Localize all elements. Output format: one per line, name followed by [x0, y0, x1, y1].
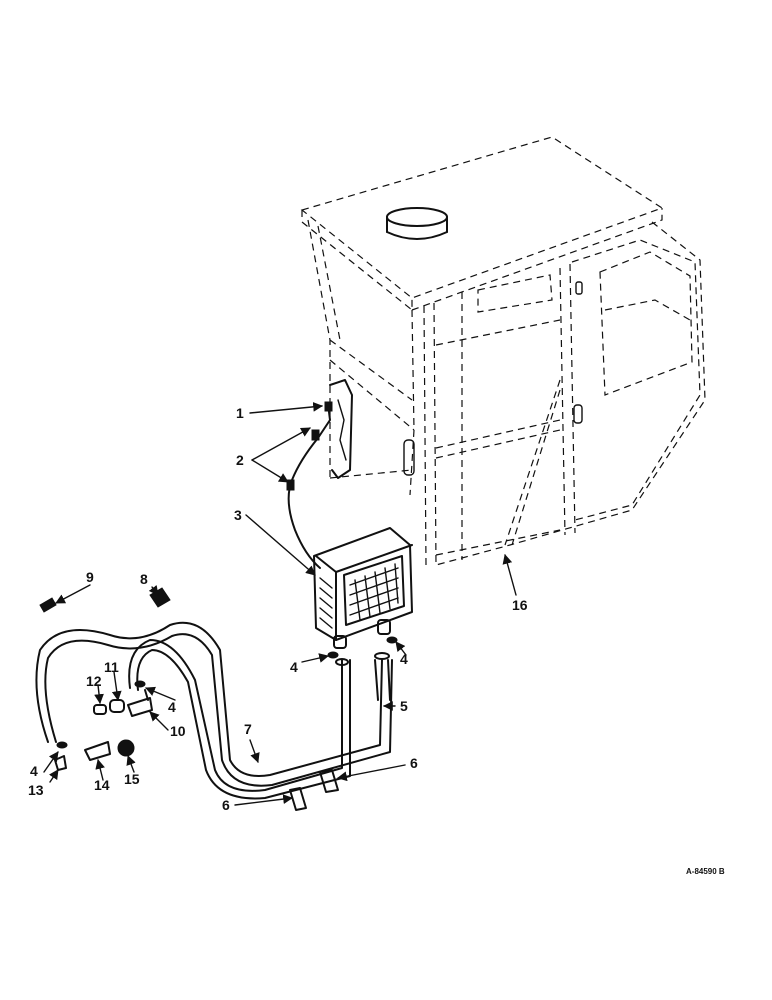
fitting-part — [109, 699, 125, 713]
valve-part — [84, 741, 111, 761]
callout-label: 7 — [244, 721, 252, 737]
clip-part — [289, 787, 307, 811]
clamp-part — [56, 741, 68, 749]
clamp-part — [327, 651, 339, 659]
callout-label: 8 — [140, 571, 148, 587]
small-parts — [39, 587, 398, 811]
clamp-part — [134, 680, 146, 688]
callout-label: 4 — [400, 651, 408, 667]
connector-part — [286, 479, 295, 491]
heater-unit — [313, 527, 413, 649]
hose-assembly — [35, 621, 393, 800]
clip-part — [319, 769, 339, 793]
drawing-number: A-84590 B — [686, 867, 725, 876]
callout-label: 4 — [290, 659, 298, 675]
callout-label: 11 — [104, 659, 119, 675]
callout-label: 10 — [170, 723, 186, 739]
callout-label: 4 — [168, 699, 176, 715]
callout-label: 6 — [410, 755, 418, 771]
callout-label: 6 — [222, 797, 230, 813]
callout-label: 4 — [30, 763, 38, 779]
switch-part — [324, 401, 333, 412]
callout-label: 14 — [94, 777, 110, 793]
callout-label: 15 — [124, 771, 140, 787]
wiring-harness — [286, 401, 333, 569]
cap-part — [117, 739, 135, 757]
clamp-part — [39, 597, 57, 613]
callout-label: 12 — [86, 673, 102, 689]
callout-label: 13 — [28, 782, 44, 798]
cab-illustration — [300, 136, 706, 566]
clip-part — [149, 587, 171, 608]
callout-label: 1 — [236, 405, 244, 421]
callout-label: 16 — [512, 597, 528, 613]
callout-label: 2 — [236, 452, 244, 468]
fitting-part — [93, 704, 107, 715]
callout-label: 5 — [400, 698, 408, 714]
valve-part — [127, 697, 153, 717]
leader-lines — [43, 401, 517, 806]
callout-labels: 1 2 3 4 4 4 4 5 6 6 7 8 9 10 11 12 13 14… — [28, 405, 528, 813]
fitting-part — [54, 755, 67, 771]
clamp-part — [386, 636, 398, 644]
callout-label: 3 — [234, 507, 242, 523]
callout-label: 9 — [86, 569, 94, 585]
connector-part — [311, 429, 320, 441]
